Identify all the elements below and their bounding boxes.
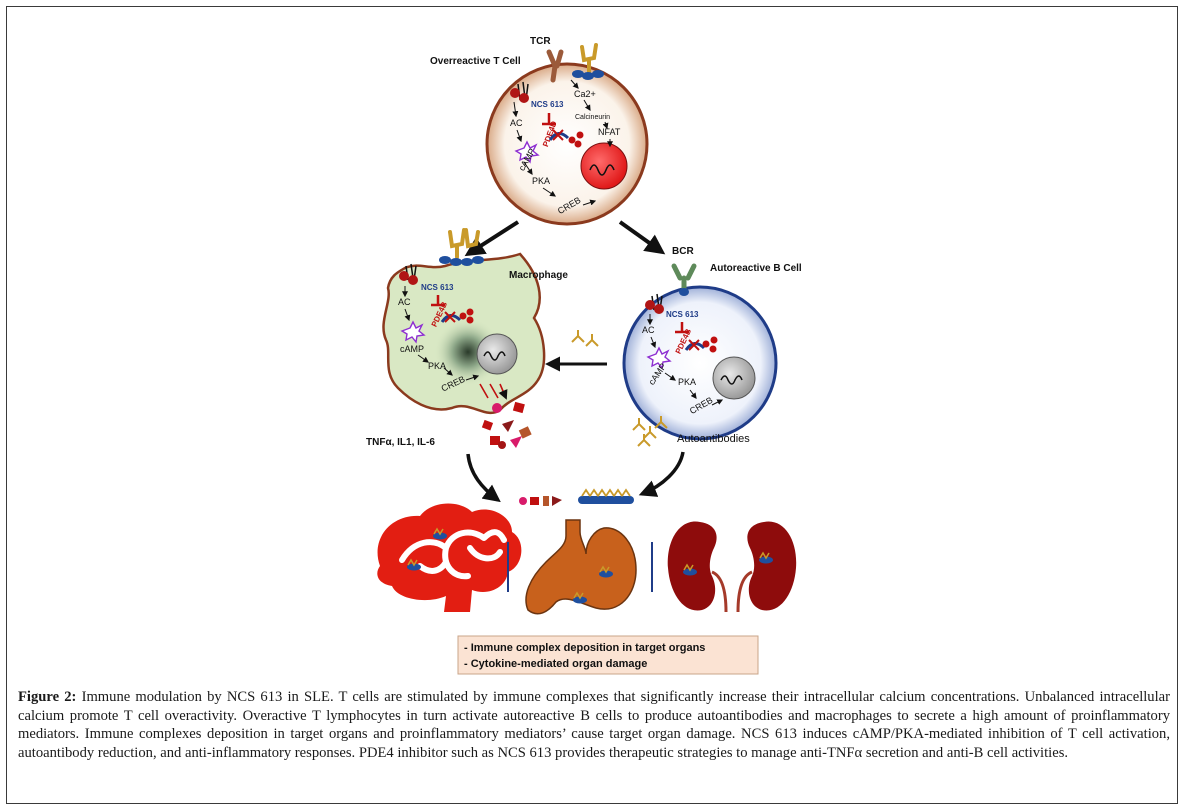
tcell-ca: Ca2+	[574, 89, 596, 99]
bcr-receptor-icon	[671, 263, 697, 296]
immune-complex-deposit-icon	[578, 488, 634, 504]
macrophage-title: Macrophage	[509, 270, 568, 281]
caption-label: Figure 2:	[18, 689, 77, 705]
tcell-calcineurin: Calcineurin	[575, 114, 610, 121]
figure-frame	[6, 6, 1178, 804]
macrophage: Macrophage AC NCS 613 PDE4B cAMP PKA CRE…	[382, 228, 568, 415]
kidneys-icon	[667, 521, 797, 613]
brain-icon	[377, 503, 522, 612]
t-cell: TCR Overreactive T Cell AC NCS 613 PDE4D…	[430, 36, 649, 226]
cytokine-deposit-icon	[519, 496, 562, 506]
receptor-icon	[439, 228, 484, 266]
tcr-label: TCR	[530, 36, 551, 47]
camp-burst-icon	[514, 140, 540, 164]
legend-line-1: - Immune complex deposition in target or…	[464, 642, 705, 654]
nucleus-icon	[580, 142, 628, 190]
nucleus-icon	[476, 333, 518, 375]
cytokines-label: TNFα, IL1, IL-6	[366, 437, 435, 448]
macrophage-pka: PKA	[428, 361, 446, 371]
bcr-label: BCR	[672, 246, 694, 257]
b-cell: BCR Autoreactive B Cell AC NCS 613 PDE4B…	[622, 246, 802, 441]
macrophage-ncs: NCS 613	[421, 283, 454, 292]
autoantibodies-icon	[632, 416, 668, 447]
cytokines-icon	[481, 401, 532, 449]
caption-text: Immune modulation by NCS 613 in SLE. T c…	[18, 689, 1170, 761]
arrow-cytokines-down	[466, 453, 501, 503]
stomach-icon	[525, 519, 637, 615]
legend-line-2: - Cytokine-mediated organ damage	[464, 658, 647, 670]
bcell-pka: PKA	[678, 377, 696, 387]
arrow-antibodies-down	[638, 451, 685, 497]
arrow-to-macrophage	[464, 220, 520, 257]
tcell-ac: AC	[510, 118, 523, 128]
antibody-icon	[571, 330, 599, 347]
macrophage-camp: cAMP	[400, 344, 424, 354]
tcell-title: Overreactive T Cell	[430, 56, 521, 67]
bcell-title: Autoreactive B Cell	[710, 263, 802, 274]
tcell-ncs: NCS 613	[531, 100, 564, 109]
arrow-to-bcell	[618, 220, 666, 255]
adenylate-cyclase-icon	[399, 263, 418, 285]
bcell-ac: AC	[642, 325, 655, 335]
inhibit-icon	[542, 113, 556, 126]
adenylate-cyclase-icon	[510, 81, 529, 103]
tcell-pka: PKA	[532, 176, 550, 186]
figure-caption: Figure 2: Immune modulation by NCS 613 i…	[18, 688, 1170, 762]
adenylate-cyclase-icon	[645, 293, 664, 314]
autoantibodies-label: Autoantibodies	[677, 433, 750, 445]
legend-box	[457, 635, 759, 675]
bcell-ncs: NCS 613	[666, 310, 699, 319]
tcell-nfat: NFAT	[598, 127, 621, 137]
tcr-receptor-icon	[546, 43, 604, 83]
figure-illustration: TCR Overreactive T Cell AC NCS 613 PDE4D…	[366, 36, 802, 675]
nucleus-icon	[712, 356, 756, 400]
macrophage-ac: AC	[398, 297, 411, 307]
